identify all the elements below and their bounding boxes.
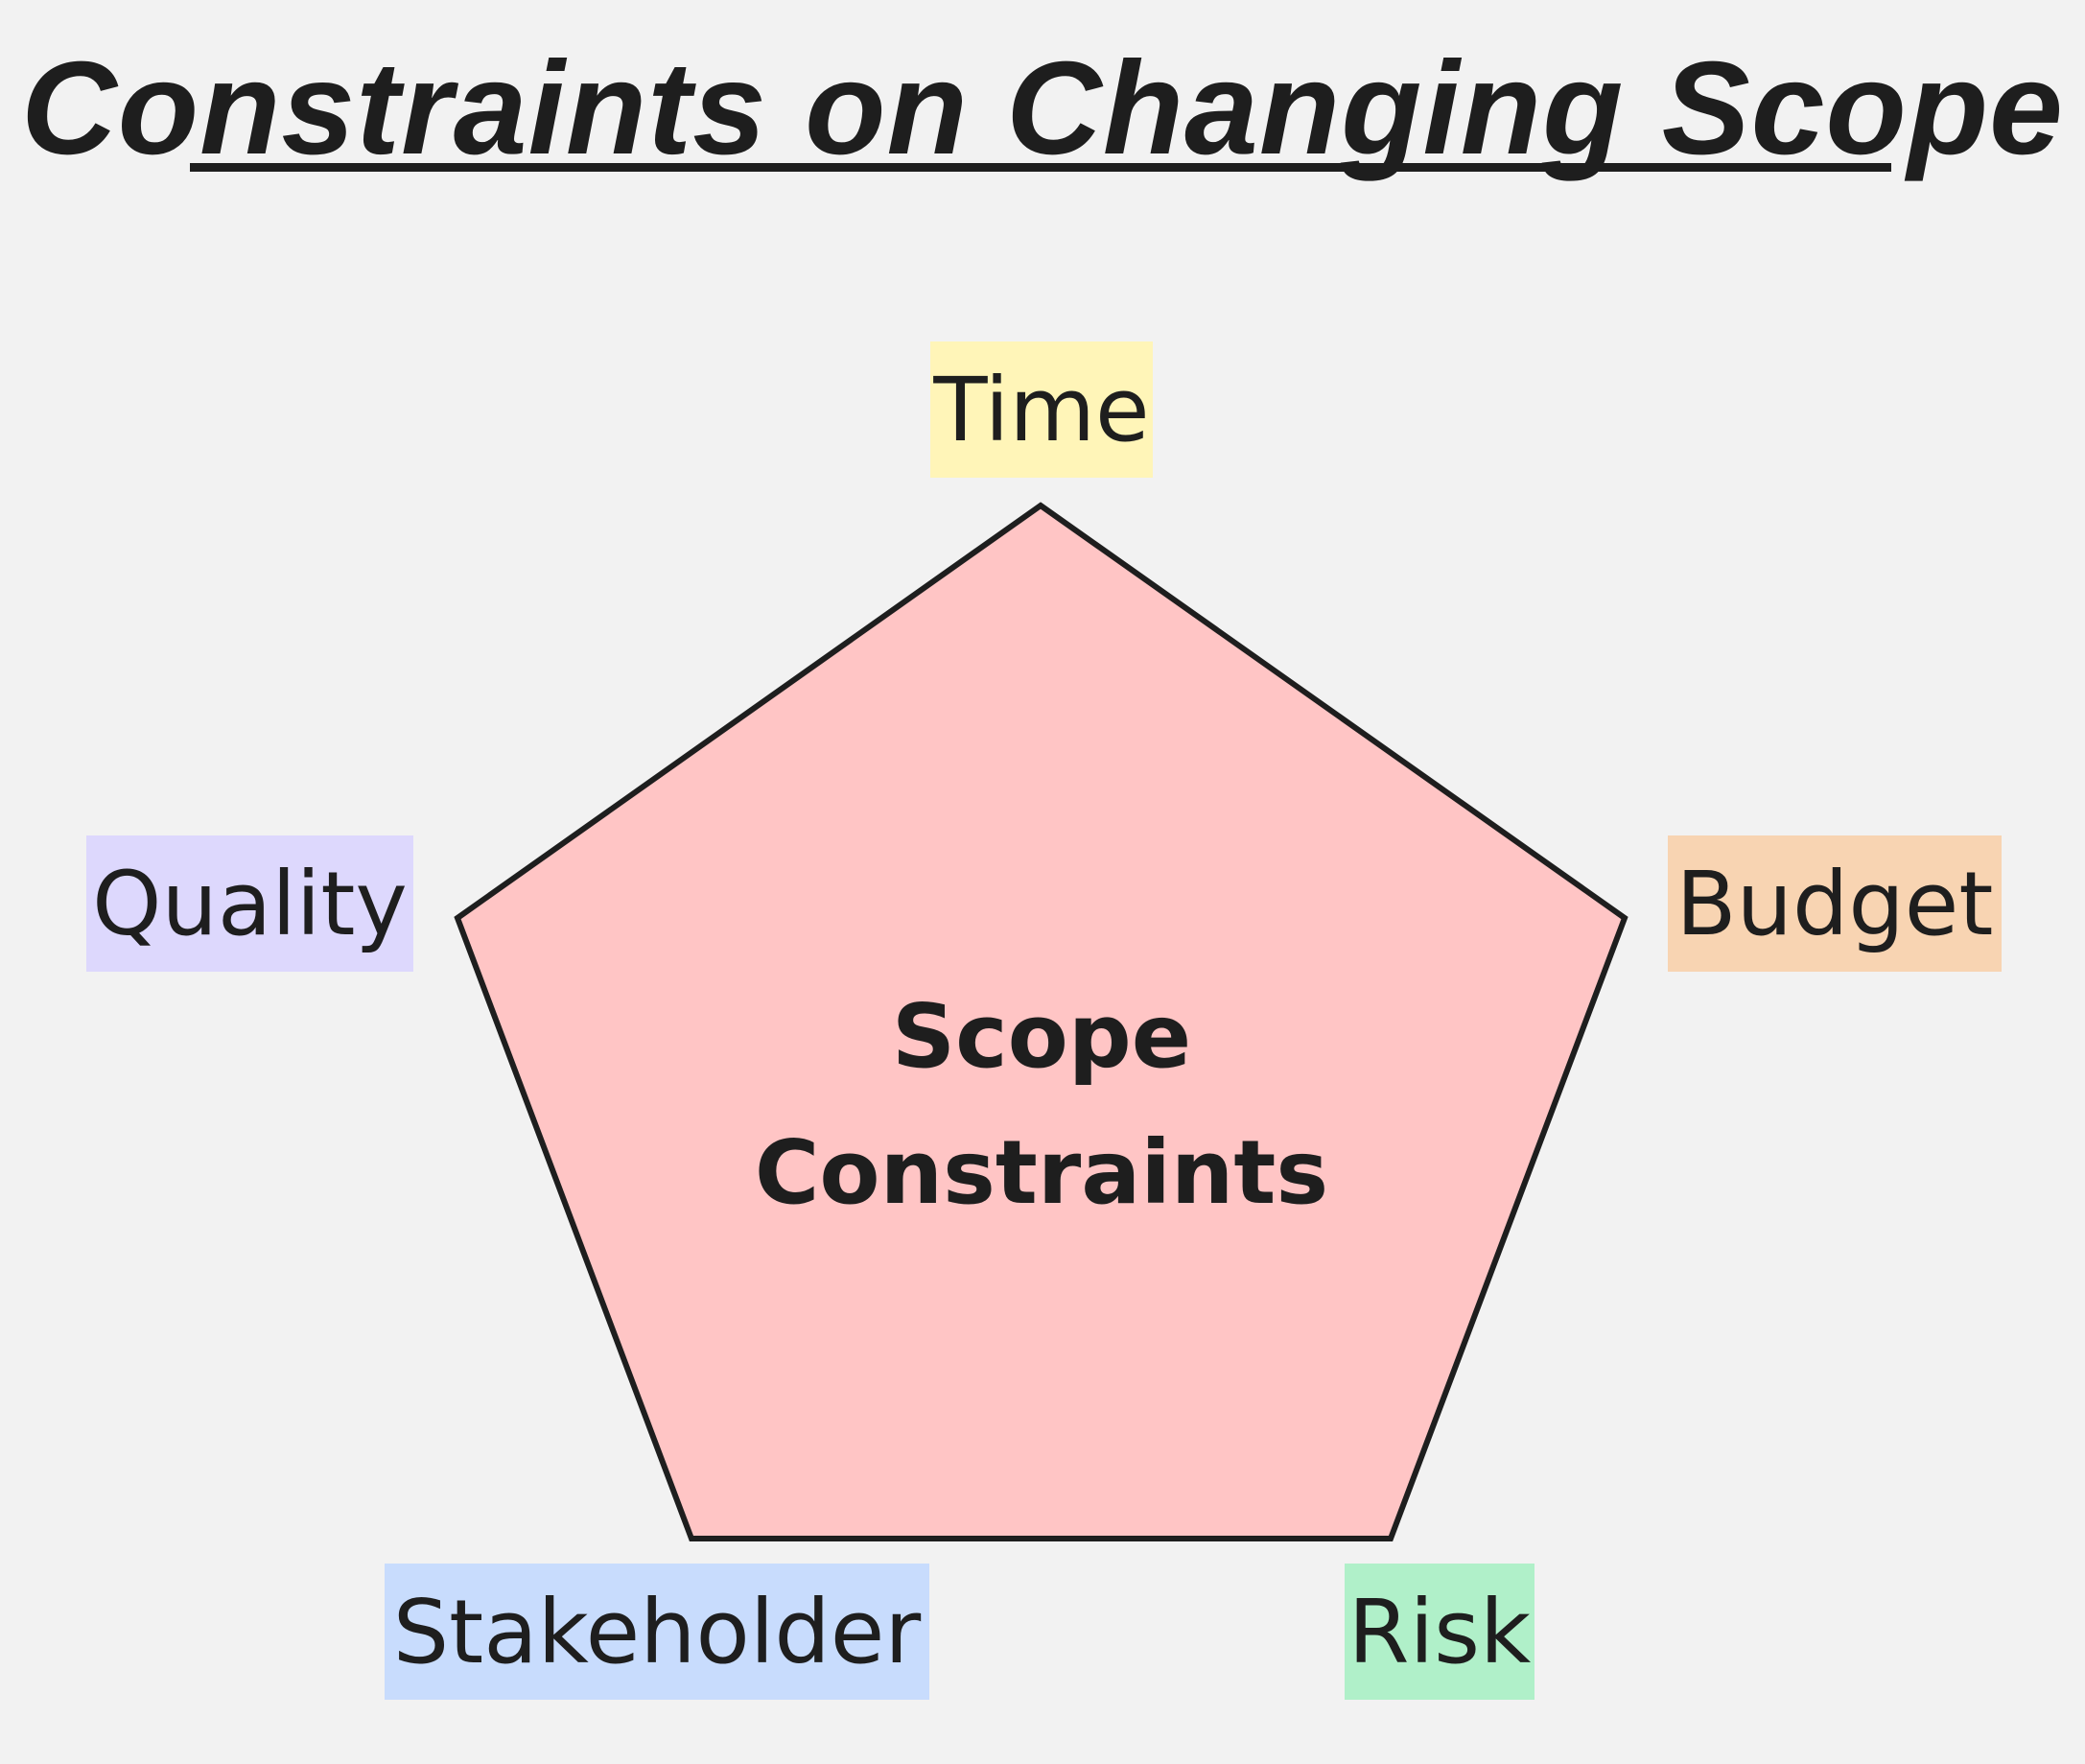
title-underline — [190, 163, 1891, 172]
constraint-budget-tag: Budget — [1668, 835, 2002, 972]
scope-constraints-label: Scope Constraints — [658, 969, 1425, 1241]
constraint-stakeholder-tag: Stakeholder — [385, 1564, 929, 1700]
diagram-title: Constraints on Changing Scope — [21, 35, 2064, 182]
scope-pentagon — [454, 502, 1628, 1541]
constraint-time-tag: Time — [930, 341, 1153, 478]
constraint-risk-tag: Risk — [1345, 1564, 1534, 1700]
constraint-quality-tag: Quality — [86, 835, 413, 972]
center-label-line2: Constraints — [754, 1121, 1329, 1224]
center-label-line1: Scope — [891, 985, 1192, 1088]
